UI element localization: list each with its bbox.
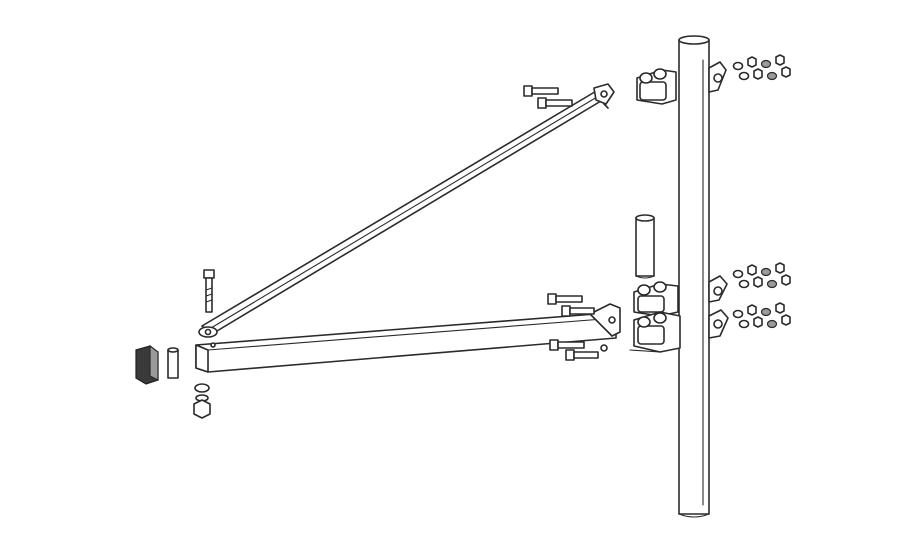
- nut-washer: [738, 279, 750, 289]
- vertical-post: [678, 35, 710, 518]
- nut-washer: [781, 314, 791, 326]
- nut-washer: [760, 267, 772, 277]
- nut-clusters: [732, 54, 791, 329]
- nut-washer: [732, 61, 744, 71]
- nut-washer: [753, 68, 763, 80]
- nut-washer: [747, 56, 757, 68]
- nut-washer: [775, 302, 785, 314]
- nut-washer: [732, 309, 744, 319]
- nut-washer: [760, 59, 772, 69]
- nut-washer: [781, 274, 791, 286]
- lower-clamp-lower: [629, 309, 729, 353]
- bolt-arm-mid: [561, 305, 595, 317]
- lower-clamp-upper: [633, 275, 728, 317]
- locking-pin: [635, 214, 655, 279]
- nut-washer: [753, 276, 763, 288]
- bolt-arm-low: [549, 339, 585, 351]
- bolt-top-right: [537, 97, 573, 109]
- nut-washer: [775, 54, 785, 66]
- nut-washer: [738, 71, 750, 81]
- arm-nuts: [193, 383, 211, 419]
- nut-washer: [781, 66, 791, 78]
- diagonal-brace: [198, 83, 615, 338]
- nut-washer: [766, 71, 778, 81]
- nut-washer: [766, 319, 778, 329]
- horizontal-arm: [195, 303, 621, 373]
- nut-washer: [738, 319, 750, 329]
- nut-washer: [747, 304, 757, 316]
- end-cap: [135, 344, 159, 385]
- nut-washer: [775, 262, 785, 274]
- nut-washer: [753, 316, 763, 328]
- nut-washer: [747, 264, 757, 276]
- nut-washer: [766, 279, 778, 289]
- bolt-top-left: [523, 85, 559, 97]
- nut-washer: [732, 269, 744, 279]
- end-pin: [167, 347, 179, 379]
- nut-washer: [760, 307, 772, 317]
- bolt-vertical: [203, 269, 215, 313]
- upper-clamp: [636, 61, 727, 105]
- bolt-arm-bottom: [565, 344, 608, 361]
- bolt-arm-top: [547, 293, 583, 305]
